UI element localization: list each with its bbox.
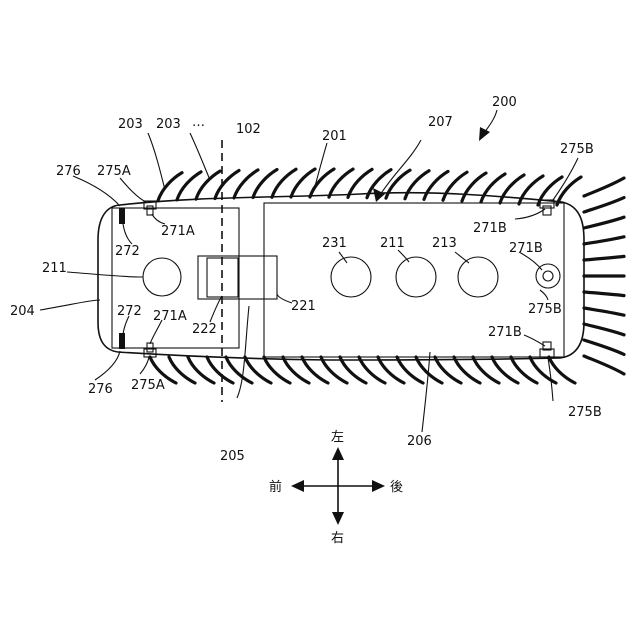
label-206: 206 [407,434,432,449]
label-271A-top: 271A [161,224,195,239]
circle-213 [458,257,498,297]
bristle [584,324,624,335]
label-276-top: 276 [56,164,81,179]
bristle [584,356,624,374]
component-271B-top [543,206,551,215]
label-221: 221 [291,299,316,314]
bristle [584,340,624,354]
circle-211-front [143,258,181,296]
label-272-bottom: 272 [117,304,142,319]
label-222: 222 [192,322,217,337]
label-211-left: 211 [42,261,67,276]
label-231: 231 [322,236,347,251]
label-207: 207 [428,115,453,130]
direction-up-label: 左 [331,430,344,445]
bristle [557,177,581,205]
label-204: 204 [10,304,35,319]
component-272-top [119,208,125,224]
direction-cross [291,447,385,525]
direction-right-label: 後 [390,480,403,495]
label-275A-bottom: 275A [131,378,165,393]
label-201: 201 [322,129,347,144]
component-272-bottom [119,333,125,349]
label-275B-bottom: 275B [568,405,602,420]
label-271B-bottom: 271B [488,325,522,340]
component-271A-top [147,206,153,215]
direction-left-label: 前 [269,479,282,495]
bristle [584,178,624,196]
sensor-275B-inner [543,271,553,281]
label-276-bottom: 276 [88,382,113,397]
bristles-rear [584,178,624,374]
label-200: 200 [492,95,517,110]
label-205: 205 [220,449,245,464]
label-211-right: 211 [380,236,405,251]
bristle [584,256,624,260]
label-275A-top: 275A [97,164,131,179]
label-275B-top: 275B [560,142,594,157]
label-203-a: 203 [118,117,143,132]
label-271B-top: 271B [473,221,507,236]
bristle [584,237,624,244]
direction-down-label: 右 [331,531,344,546]
bristle [584,198,624,212]
label-213: 213 [432,236,457,251]
bristle [584,292,624,296]
circle-211-rear [396,257,436,297]
bristles-bottom [150,357,575,383]
bristle [584,217,624,228]
label-271A-bottom: 271A [153,309,187,324]
bristle [549,357,575,383]
label-ellipsis: … [192,115,205,130]
arrow-200 [479,110,497,141]
bristle [584,308,624,315]
label-203-b: 203 [156,117,181,132]
label-272-top: 272 [115,244,140,259]
label-271B-mid: 271B [509,241,543,256]
label-102: 102 [236,122,261,137]
label-275B-mid: 275B [528,302,562,317]
circle-231 [331,257,371,297]
